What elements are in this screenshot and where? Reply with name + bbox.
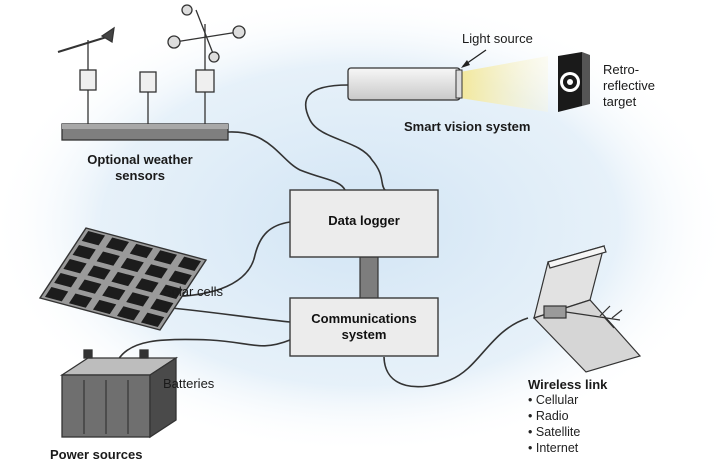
solar-cells-label: Solar cells [163,284,223,299]
solar-panel [38,227,208,331]
connector-post [359,256,379,300]
power-sources-label: Power sources [50,447,143,462]
weather-sensors [57,4,246,141]
cable-vision-to-logger [304,84,386,191]
solar-cell [102,285,126,301]
solar-cell [87,265,111,280]
vision-camera [347,67,461,101]
wireless-link-label: Wireless link [528,377,608,392]
solar-cell [78,279,102,294]
smart-vision-system [347,49,590,112]
solar-cell [96,251,120,266]
solar-cell [135,278,159,293]
solar-cell [63,259,87,274]
cable-comms-to-wireless [383,317,529,388]
retro-target-line-1: Retro- [603,62,640,77]
wireless-option: Radio [528,408,580,424]
solar-cell [168,270,192,285]
battery-bank [59,349,179,439]
solar-cell [150,298,174,313]
wireless-option: Satellite [528,424,580,440]
solar-cell [81,231,106,246]
solar-cell [105,237,130,252]
solar-cell [72,245,96,260]
retro-target-line-2: reflective [603,78,656,93]
smart-vision-label: Smart vision system [404,119,531,134]
wireless-option: Cellular [528,392,580,408]
data-logger-box [289,189,439,258]
retro-target-line-3: target [603,94,637,109]
solar-cell [159,284,183,299]
weather-sensors-line-1: Optional weather [87,152,193,167]
solar-cell [116,306,141,321]
wireless-option: Internet [528,440,580,456]
comms-line-1: Communications [311,311,417,326]
light-source-label: Light source [462,31,533,46]
solar-cell [144,264,168,279]
solar-cell [140,312,165,327]
data-logger-label: Data logger [328,213,400,228]
wireless-antenna [532,245,642,373]
solar-cell [44,287,69,302]
batteries-label: Batteries [163,376,215,391]
retro-reflective-target [558,52,590,112]
solar-cell [177,256,202,271]
weather-sensors-label: Optional weather sensors [76,152,204,184]
comms-system-label: Communications system [290,311,438,343]
weather-sensors-line-2: sensors [115,168,165,183]
solar-cell [126,292,150,307]
cables [117,84,529,388]
communications-box [289,297,439,357]
solar-cell [129,243,154,259]
comms-line-2: system [341,327,387,342]
wireless-options-list: Cellular Radio Satellite Internet [528,392,580,456]
solar-cell [54,273,78,288]
cable-weather-to-logger [227,131,346,191]
cable-solar-to-logger [149,221,291,298]
retro-target-label: Retro- reflective target [603,62,655,110]
logger-stack [289,189,439,357]
cable-battery-to-comms [117,338,291,361]
solar-cell [153,250,178,265]
solar-cell [68,293,93,308]
solar-cell [92,299,117,315]
light-beam [460,56,548,112]
solar-cell [111,271,135,287]
solar-cell [120,257,144,273]
